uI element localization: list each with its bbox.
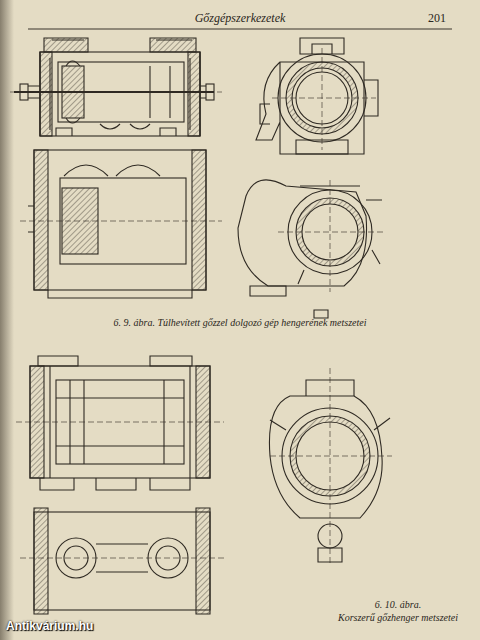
modern-plan-section	[20, 508, 224, 614]
page-number: 201	[428, 12, 446, 26]
figure-number: 6. 10. ábra.	[375, 599, 421, 611]
modern-end-section	[269, 368, 392, 566]
running-header: Gőzgépszerkezetek	[195, 12, 286, 26]
port-section	[238, 180, 384, 318]
longitudinal-section	[10, 38, 222, 136]
end-section	[256, 38, 378, 154]
figure-caption: Korszerű gőzhenger metszetei	[338, 612, 458, 624]
watermark: Antikvárium.hu	[6, 620, 93, 634]
page-shadow	[0, 0, 14, 640]
modern-longitudinal-section	[16, 356, 224, 490]
header-rule	[28, 29, 452, 30]
figure-caption: 6. 9. ábra. Túlhevített gőzzel dolgozó g…	[113, 317, 366, 329]
plan-section	[20, 150, 222, 298]
